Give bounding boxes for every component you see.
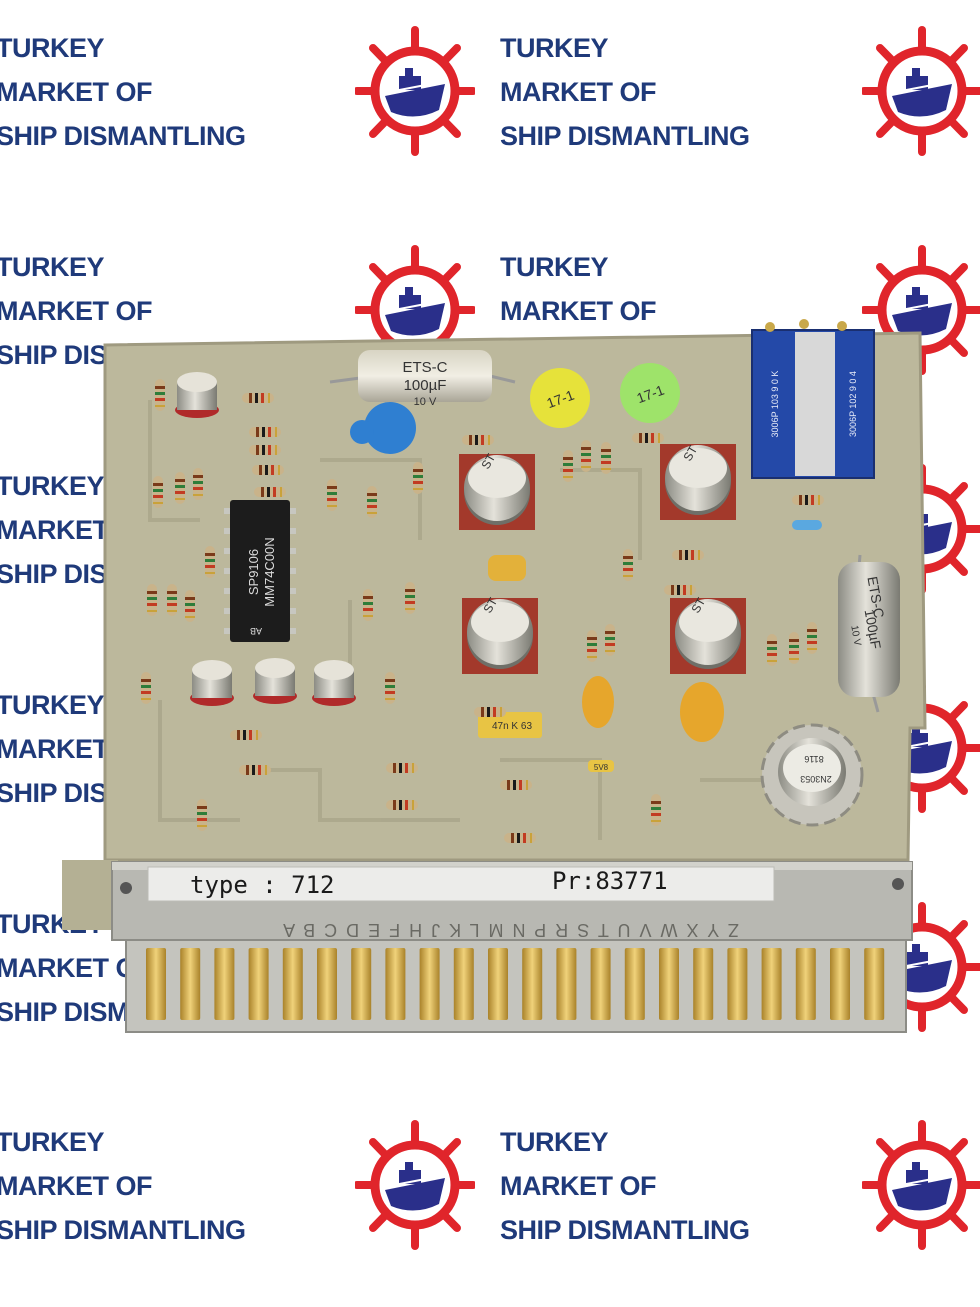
- gold-contact-pin: [522, 948, 543, 1020]
- ic-text-1: SP9106: [246, 549, 261, 595]
- heatsink-transistor: 2N3053 8116: [760, 723, 864, 827]
- gold-contact-pin: [419, 948, 440, 1020]
- gold-contact-pin: [590, 948, 611, 1020]
- trimmer-1-text: 3006P 103 9 0 K: [770, 371, 780, 438]
- watermark-line-1: TURKEY: [0, 690, 105, 720]
- transistor-mark: ST: [478, 451, 498, 472]
- cap-top-text-1: ETS-C: [403, 359, 448, 376]
- watermark-line-3: SHIP DISMANTLING: [500, 121, 750, 151]
- cap-right-text-1: ETS-C: [864, 575, 887, 619]
- watermark-line-1: TURKEY: [0, 1127, 105, 1157]
- watermark-line-2: MARKET OF: [500, 77, 656, 107]
- watermark-line-1: TURKEY: [500, 252, 609, 282]
- watermark-block-center-6: TURKEY MARKET OF SHIP DISMANTLING: [500, 1120, 750, 1252]
- watermark-line-2: MARKET OF: [500, 296, 656, 326]
- watermark-line-2: MARKET OF: [500, 1171, 656, 1201]
- electrolytic-capacitor-top: ETS-C 100µF 10 V: [329, 350, 516, 408]
- film-capacitor-text: 47n K 63: [492, 721, 532, 732]
- film-capacitor: 47n K 63: [478, 712, 542, 738]
- green-sticker: 17-1: [620, 363, 680, 423]
- small-transistor: [253, 658, 297, 704]
- small-capacitor-text: 5V8: [594, 763, 609, 772]
- ic-text-2: MM74C00N: [262, 537, 277, 606]
- heatsink-transistor-text-2: 8116: [804, 754, 823, 764]
- gold-contact-pin: [248, 948, 269, 1020]
- connector-letters: Z Y X W V U T S R P N M L K J H F E D C …: [281, 920, 739, 940]
- transistor: [670, 598, 746, 674]
- watermark-block-left-1: TURKEY MARKET OF SHIP DISMANTLING: [0, 26, 246, 158]
- gold-contact-pin: [282, 948, 303, 1020]
- watermark-line-2: MARKET OF: [0, 77, 152, 107]
- watermark-line-2: MARKET OF: [0, 296, 152, 326]
- gold-contacts: [146, 948, 885, 1020]
- gold-contact-pin: [693, 948, 714, 1020]
- gold-contact-pin: [556, 948, 577, 1020]
- cap-top-text-3: 10 V: [414, 396, 437, 408]
- gold-contact-pin: [214, 948, 235, 1020]
- trimmer-2-text: 3006P 102 9 0 4: [848, 371, 858, 437]
- gold-contact-pin: [488, 948, 508, 1020]
- gold-contact-pin: [385, 948, 406, 1020]
- integrated-circuit: SP9106 MM74C00N AB: [224, 500, 296, 642]
- cap-top-text-2: 100µF: [404, 377, 447, 394]
- watermark-line-1: TURKEY: [0, 471, 105, 501]
- cap-right-text-3: 10 V: [848, 624, 862, 646]
- transistor: [462, 598, 538, 674]
- gold-contact-pin: [146, 948, 166, 1020]
- small-transistor: [190, 660, 234, 706]
- transistor-mark: ST: [688, 595, 708, 616]
- part-number-label: Pr:83771: [552, 867, 668, 895]
- heatsink-transistor-text-1: 2N3053: [800, 774, 832, 784]
- gold-contact-pin: [659, 948, 679, 1020]
- watermark-line-1: TURKEY: [0, 252, 105, 282]
- gold-contact-pin: [830, 948, 850, 1020]
- watermark-line-2: MARKET OF: [0, 1171, 152, 1201]
- electrolytic-capacitor-right: ETS-C 100µF 10 V: [838, 554, 900, 713]
- gold-contact-pin: [624, 948, 645, 1020]
- watermark-line-1: TURKEY: [0, 33, 105, 63]
- diode: [792, 520, 822, 530]
- watermark-line-3: SHIP DISMANTLING: [500, 1215, 750, 1245]
- watermark-block-center-1: TURKEY MARKET OF SHIP DISMANTLING: [500, 26, 750, 158]
- gold-contact-pin: [180, 948, 201, 1020]
- transistor-mark: ST: [480, 595, 500, 616]
- small-transistor: [312, 660, 356, 706]
- ceramic-capacitor: [350, 402, 416, 454]
- gold-contact-pin: [453, 948, 474, 1020]
- cap-right-text-2: 100µF: [862, 608, 885, 650]
- transistor-mark: ST: [680, 443, 700, 464]
- small-capacitor: 5V8: [588, 760, 614, 772]
- yellow-sticker: 17-1: [530, 368, 590, 428]
- watermark-line-1: TURKEY: [500, 33, 609, 63]
- gold-contact-pin: [795, 948, 816, 1020]
- watermark-block-left-6: TURKEY MARKET OF SHIP DISMANTLING: [0, 1120, 246, 1252]
- gold-contact-pin: [727, 948, 748, 1020]
- tantalum-capacitor: [488, 555, 724, 742]
- watermark-block-center-2: TURKEY MARKET OF: [500, 245, 656, 333]
- watermark-line-1: TURKEY: [500, 1127, 609, 1157]
- gold-contact-pin: [864, 948, 885, 1020]
- trimmer-potentiometers: 3006P 103 9 0 K 3006P 102 9 0 4: [751, 319, 875, 479]
- transistor: [459, 454, 535, 530]
- gold-contact-pin: [351, 948, 372, 1020]
- gold-contact-pin: [761, 948, 782, 1020]
- small-transistor: [175, 372, 219, 418]
- watermark-line-3: SHIP DISMANTLING: [0, 121, 246, 151]
- type-label: type : 712: [190, 871, 335, 899]
- edge-connector: type : 712 Pr:83771 Z Y X W V U T S R P …: [111, 861, 913, 1033]
- ic-text-3: AB: [250, 626, 262, 636]
- transistor: [660, 444, 736, 520]
- watermark-line-3: SHIP DISMANTLING: [0, 1215, 246, 1245]
- gold-contact-pin: [317, 948, 337, 1020]
